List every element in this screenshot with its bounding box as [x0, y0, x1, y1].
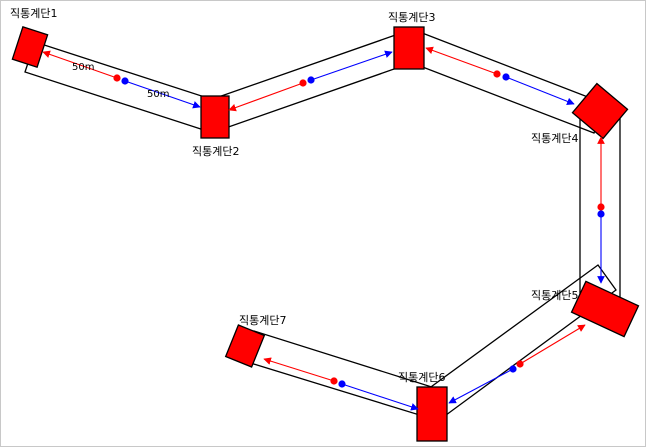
- stair-label-4: 직통계단4: [531, 132, 578, 145]
- blue-dot-6: [338, 380, 346, 388]
- stair-label-1: 직통계단1: [10, 7, 57, 20]
- distance-label-2: 50m: [147, 89, 169, 100]
- blue-dot-4: [597, 210, 605, 218]
- blue-dot-2: [307, 76, 315, 84]
- red-dot-5: [516, 360, 524, 368]
- stair-box-7: [224, 324, 266, 368]
- blue-arrow-2: [310, 50, 393, 81]
- blue-dot-3: [502, 73, 510, 81]
- label-group: 직통계단1 직통계단2 직통계단3 직통계단4 직통계단5 직통계단6 직통계단…: [10, 7, 578, 384]
- blue-arrow-5: [448, 368, 514, 404]
- red-dot-3: [493, 70, 501, 78]
- red-dot-1: [113, 74, 121, 82]
- stair-box-4: [571, 82, 629, 140]
- blue-dot-1: [121, 77, 129, 85]
- stair-label-3: 직통계단3: [388, 11, 435, 24]
- stair-box-3: [393, 26, 425, 70]
- stair-label-6: 직통계단6: [398, 371, 445, 384]
- red-arrow-6: [263, 357, 335, 382]
- arrow-group: [42, 46, 605, 411]
- stair-group: [11, 25, 640, 442]
- red-arrow-1: [42, 50, 118, 79]
- red-dot-4: [597, 203, 605, 211]
- red-arrow-5: [519, 324, 586, 365]
- stair-box-5: [570, 280, 640, 338]
- stair-label-2: 직통계단2: [192, 145, 239, 158]
- distance-label-1: 50m: [72, 62, 94, 73]
- stair-box-2: [200, 95, 230, 139]
- blue-arrow-6: [341, 383, 419, 411]
- blue-dot-5: [509, 365, 517, 373]
- blue-arrow-3: [505, 76, 575, 106]
- stair-box-6: [416, 386, 448, 442]
- blue-arrow-1: [124, 80, 201, 109]
- red-arrow-2: [228, 82, 304, 112]
- red-dot-6: [330, 377, 338, 385]
- stair-label-7: 직통계단7: [239, 314, 286, 327]
- red-dot-2: [299, 79, 307, 87]
- stair-label-5: 직통계단5: [531, 289, 578, 302]
- red-arrow-3: [425, 46, 498, 75]
